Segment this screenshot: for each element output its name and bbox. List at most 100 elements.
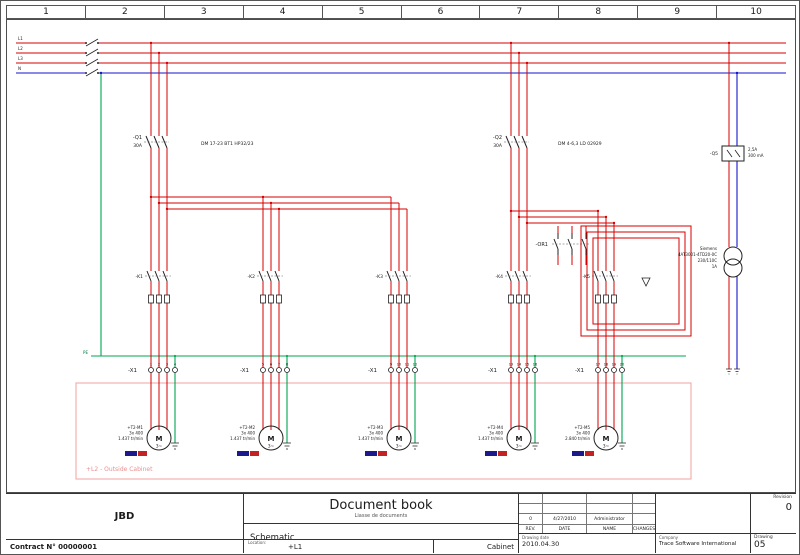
grid-col-3: 3 — [165, 6, 244, 18]
motor-symbol-phase: 3~ — [268, 444, 275, 450]
terminal-number: 16 — [533, 363, 537, 367]
grid-col-10: 10 — [750, 7, 762, 17]
transformer-current: 1A — [712, 264, 718, 269]
rev-header-date: DATE — [543, 525, 587, 533]
motor-branch-5: -K5 -X1 17 18 19 20 +T2-M5 3x 400 2.840 … — [565, 263, 628, 458]
terminal-number: 4 — [174, 363, 177, 367]
terminal-strip-ref: -X1 — [240, 368, 249, 374]
bus-label-l2: L2 — [18, 46, 23, 51]
drawing-date-value: 2010.04.30 — [522, 540, 560, 548]
rev-empty — [587, 494, 633, 504]
grid-col-2: 2 — [86, 6, 165, 18]
revision-value: 0 — [785, 502, 792, 513]
motor-volt: 3x 400 — [576, 431, 590, 436]
spare-cell — [656, 494, 751, 534]
motor-speed: 1.437 tr/min — [230, 436, 255, 441]
grid-col-7: 7 — [480, 6, 560, 18]
outside-cabinet-label: +L2 - Outside Cabinet — [86, 466, 153, 473]
motor-ref: +T2-M5 — [574, 425, 590, 430]
breaker-q2-rating: 30A — [493, 143, 503, 149]
transformer-voltage: 230/110C — [698, 258, 718, 263]
revision-cell: Revision 0 — [751, 494, 796, 534]
contactor-ref: -K3 — [376, 274, 384, 280]
motor-branch-1: -K1 -X1 1 2 3 4 +T2-M1 3x 400 1.437 tr/m… — [118, 263, 181, 458]
revision-table: 0 4/27/2010 Administrator REV. DATE NAME… — [519, 494, 656, 534]
bus-label-l3: L3 — [18, 56, 23, 61]
document-title-cell: Document book Liasse de documents — [244, 494, 519, 524]
rev-empty — [543, 504, 587, 514]
wire-duct-loop-inner — [592, 237, 680, 325]
company-label: Company — [659, 535, 679, 540]
rev-row-date: 4/27/2010 — [543, 514, 587, 525]
wire-duct-loop-mid — [586, 231, 686, 331]
motor-symbol-phase: 3~ — [396, 444, 403, 450]
grid-col-9: 9 — [638, 6, 718, 18]
power-buses: L1 L2 L3 N — [16, 36, 786, 74]
motor-ref: +T2-M3 — [367, 425, 383, 430]
relay-contacts-or1: -OR1 — [535, 233, 651, 287]
drawing-number-value: 05 — [754, 540, 766, 550]
grid-col-1: 1 — [7, 6, 86, 18]
document-title: Document book — [329, 498, 433, 513]
drawing-area: L1 L2 L3 N PE — [6, 19, 796, 493]
motor-branch-2: -K2 -X1 5 6 7 8 +T2-M2 3x 400 1.437 tr/m… — [230, 263, 293, 458]
drawing-date-cell: Drawing date 2010.04.30 — [519, 534, 656, 553]
incoming-isolator — [85, 38, 99, 77]
contactor-ref: -K5 — [583, 274, 591, 280]
drawing-frame — [6, 19, 796, 493]
terminal-strip-ref: -X1 — [488, 368, 497, 374]
bus-label-n: N — [18, 66, 21, 71]
motor-symbol-phase: 3~ — [516, 444, 523, 450]
terminal-number: 11 — [405, 363, 409, 367]
terminal-number: 19 — [612, 363, 616, 367]
location-value: +L1 — [288, 543, 303, 551]
terminal-number: 6 — [270, 363, 272, 367]
motor-ref: +T2-M2 — [239, 425, 255, 430]
terminal-number: 12 — [413, 363, 417, 367]
relay-or1-ref: -OR1 — [535, 242, 548, 248]
motor-symbol-letter: M — [516, 435, 523, 443]
main-breaker-q2: -Q2 30A DM 4-6,3 LD 02929 — [493, 135, 602, 149]
breaker-q5-ref: -Q5 — [710, 151, 718, 157]
location-label: Location: — [248, 540, 267, 545]
terminal-number: 2 — [158, 363, 160, 367]
rev-empty — [587, 504, 633, 514]
outside-cabinet-box: +L2 - Outside Cabinet — [75, 382, 692, 480]
breaker-q1-ref: -Q1 — [133, 135, 142, 141]
document-subtitle: Liasse de documents — [354, 513, 408, 519]
contactor-ref: -K2 — [248, 274, 256, 280]
terminal-strip-ref: -X1 — [368, 368, 377, 374]
motor-speed: 1.437 tr/min — [358, 436, 383, 441]
control-breaker-q5: -Q5 2,5A 300 mA — [710, 145, 764, 162]
company-value: Trace Software International — [659, 541, 737, 547]
drawing-date-label: Drawing date — [522, 535, 549, 540]
terminal-number: 3 — [166, 363, 168, 367]
motor-ref: +T2-M1 — [127, 425, 143, 430]
motor-symbol-letter: M — [268, 435, 275, 443]
cabinet-label: Cabinet — [486, 542, 514, 551]
breaker-q5-rating: 2,5A — [748, 147, 757, 152]
terminal-number: 5 — [262, 363, 264, 367]
contactor-ref: -K1 — [136, 274, 144, 280]
grid-col-6: 6 — [402, 6, 481, 18]
location-cell: Location: +L1 — [244, 540, 434, 553]
transformer-model: 4AT3001-4TD20-0C — [678, 252, 717, 257]
terminal-strip-ref: -X1 — [128, 368, 137, 374]
drawing-number-cell: Drawing 05 — [751, 534, 796, 553]
grid-col-5: 5 — [323, 6, 402, 18]
grid-col-8: 8 — [559, 6, 639, 18]
transformer-brand: Siemens — [700, 246, 717, 251]
breaker-q1-rating: 30A — [133, 143, 143, 149]
motor-branch-3: -K3 -X1 9 10 11 12 +T2-M3 3x 400 1.437 t… — [358, 263, 421, 458]
motor-volt: 3x 400 — [241, 431, 255, 436]
drawing-number-label: Drawing — [754, 535, 773, 540]
breaker-q1-note: DM 17-23 BT1 HP32/23 — [201, 141, 254, 147]
company-cell: Company Trace Software International — [656, 534, 751, 553]
rev-header-rev: REV. — [519, 525, 543, 533]
terminal-number: 8 — [286, 363, 288, 367]
rev-row-changes — [633, 514, 655, 525]
title-block: JBD Contract N° 00000001 Document book L… — [6, 493, 796, 553]
pe-label: PE — [83, 350, 88, 355]
terminal-number: 17 — [596, 363, 600, 367]
main-breaker-q1: -Q1 30A DM 17-23 BT1 HP32/23 — [133, 135, 254, 149]
